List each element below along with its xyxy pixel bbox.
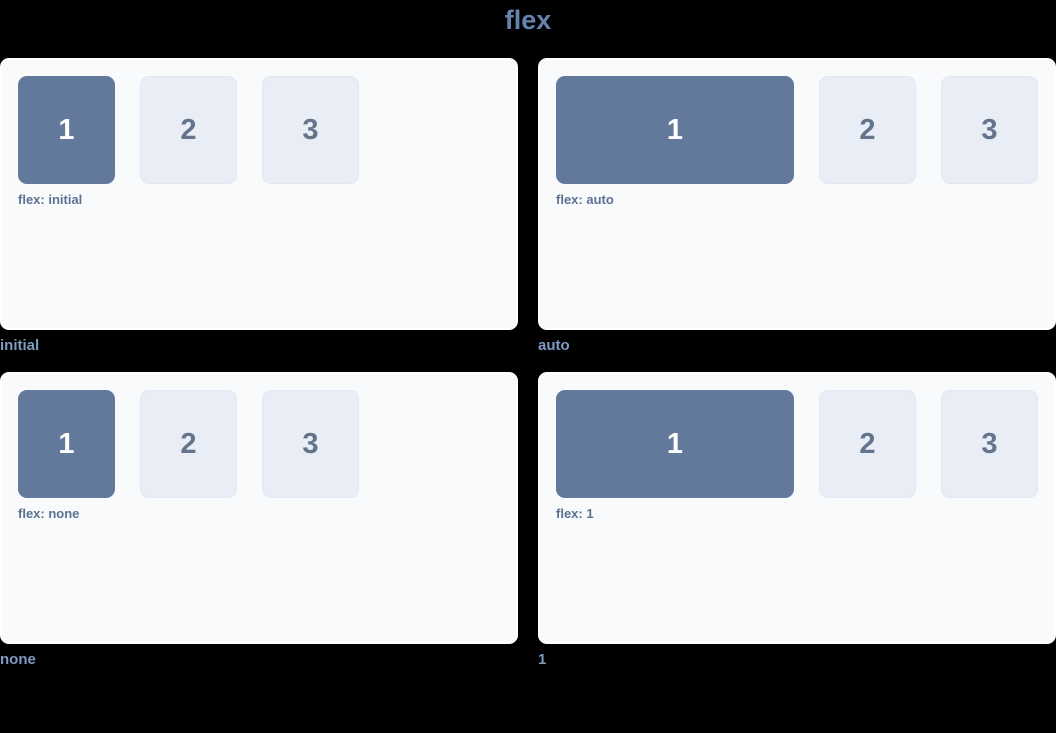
flex-container-one: 1 2 3 flex: 1 [538,372,1056,644]
flex-item-3[interactable]: 3 [262,76,359,184]
flex-item-3[interactable]: 3 [941,76,1038,184]
flex-item-1[interactable]: 1 [556,76,794,184]
demo-cell-none: 1 2 3 flex: none none [0,372,518,670]
demo-caption-one: 1 [538,651,547,668]
flex-container-initial: 1 2 3 flex: initial [0,58,518,330]
demo-grid: 1 2 3 flex: initial initial 1 2 3 flex: … [0,58,1056,670]
demo-cell-initial: 1 2 3 flex: initial initial [0,58,518,356]
demo-cell-auto: 1 2 3 flex: auto auto [538,58,1056,356]
flex-item-1[interactable]: 1 [18,76,115,184]
flex-property-label: flex: initial [18,192,83,207]
demo-caption-none: none [0,651,36,668]
demo-caption-auto: auto [538,337,570,354]
flex-item-1[interactable]: 1 [556,390,794,498]
flex-row-auto: 1 2 3 [556,76,1038,184]
flex-item-1[interactable]: 1 [18,390,115,498]
flex-item-2[interactable]: 2 [140,390,237,498]
flex-property-label: flex: 1 [556,506,594,521]
flex-item-2[interactable]: 2 [819,390,916,498]
flex-property-label: flex: none [18,506,80,521]
demo-cell-one: 1 2 3 flex: 1 1 [538,372,1056,670]
flex-container-auto: 1 2 3 flex: auto [538,58,1056,330]
flex-item-2[interactable]: 2 [819,76,916,184]
flex-row-none: 1 2 3 [18,390,500,498]
flex-row-one: 1 2 3 [556,390,1038,498]
page-title: flex [504,5,552,35]
flex-property-label: flex: auto [556,192,614,207]
demo-caption-initial: initial [0,337,40,354]
flex-container-none: 1 2 3 flex: none [0,372,518,644]
flex-row-initial: 1 2 3 [18,76,500,184]
flex-item-3[interactable]: 3 [262,390,359,498]
flex-item-2[interactable]: 2 [140,76,237,184]
flex-item-3[interactable]: 3 [941,390,1038,498]
